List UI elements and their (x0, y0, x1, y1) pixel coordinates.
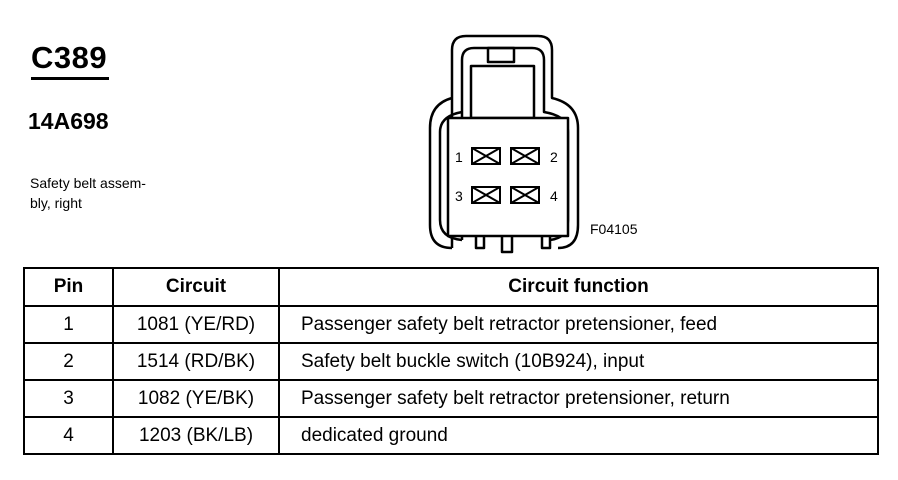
connector-description: Safety belt assem- bly, right (30, 173, 180, 213)
cell-function: dedicated ground (278, 416, 879, 455)
header-pin: Pin (23, 267, 114, 307)
cell-circuit: 1081 (YE/RD) (112, 305, 280, 344)
connector-id-underline (31, 77, 109, 80)
cell-pin: 1 (23, 305, 114, 344)
cell-circuit: 1514 (RD/BK) (112, 342, 280, 381)
latch-tab (486, 46, 516, 64)
connector-id: C389 (31, 40, 108, 75)
table-row: 3 1082 (YE/BK) Passenger safety belt ret… (23, 379, 879, 418)
pin-label-1: 1 (455, 149, 463, 165)
terminal-2 (510, 147, 540, 165)
latch-window (469, 64, 536, 120)
cell-pin: 3 (23, 379, 114, 418)
pin-table: Pin Circuit Circuit function 1 1081 (YE/… (23, 267, 879, 455)
terminal-1 (471, 147, 501, 165)
housing-foot-left (474, 236, 486, 250)
figure-id: F04105 (590, 221, 638, 237)
table-row: 4 1203 (BK/LB) dedicated ground (23, 416, 879, 455)
housing-left-edge (428, 96, 453, 250)
pin-label-4: 4 (550, 188, 558, 204)
cell-function: Passenger safety belt retractor pretensi… (278, 379, 879, 418)
part-number: 14A698 (28, 108, 109, 134)
cell-function: Passenger safety belt retractor pretensi… (278, 305, 879, 344)
terminal-block (446, 116, 570, 238)
header-function: Circuit function (278, 267, 879, 307)
cell-circuit: 1203 (BK/LB) (112, 416, 280, 455)
cell-pin: 4 (23, 416, 114, 455)
pin-label-3: 3 (455, 188, 463, 204)
description-line-1: Safety belt assem- (30, 175, 146, 191)
cell-circuit: 1082 (YE/BK) (112, 379, 280, 418)
header-circuit: Circuit (112, 267, 280, 307)
terminal-3 (471, 186, 501, 204)
housing-outline (450, 34, 580, 250)
table-header-row: Pin Circuit Circuit function (23, 267, 879, 307)
description-line-2: bly, right (30, 195, 82, 211)
cell-pin: 2 (23, 342, 114, 381)
terminal-4 (510, 186, 540, 204)
housing-foot-center (500, 236, 514, 254)
table-row: 1 1081 (YE/RD) Passenger safety belt ret… (23, 305, 879, 344)
connector-face-diagram: 1 2 3 4 F04105 (428, 34, 638, 254)
housing-foot-right (540, 236, 552, 250)
table-row: 2 1514 (RD/BK) Safety belt buckle switch… (23, 342, 879, 381)
cell-function: Safety belt buckle switch (10B924), inpu… (278, 342, 879, 381)
pin-label-2: 2 (550, 149, 558, 165)
